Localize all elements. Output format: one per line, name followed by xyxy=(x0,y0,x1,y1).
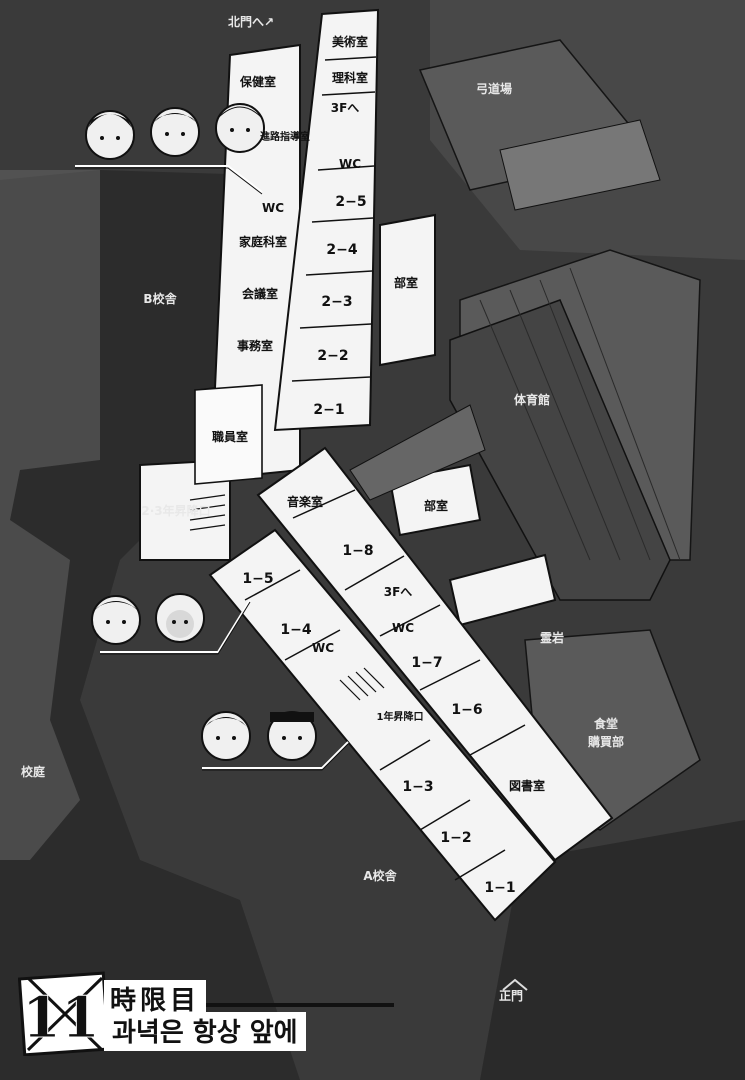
label-to-3f-upper: 3Fへ xyxy=(331,101,360,115)
gym-wall xyxy=(449,299,671,601)
face-portrait-6 xyxy=(201,711,251,761)
label-club-room-2: 部室 xyxy=(424,498,448,513)
gym-roof-lines xyxy=(479,267,681,561)
room-2-2: 2−2 xyxy=(317,348,348,364)
room-1-7: 1−7 xyxy=(411,655,442,671)
label-science-room: 理科室 xyxy=(332,70,368,85)
label-stairs-1: 1年昇降口 xyxy=(377,710,424,723)
label-archery-range: 弓道場 xyxy=(476,81,512,96)
room-2-4: 2−4 xyxy=(326,242,357,258)
room-1-3: 1−3 xyxy=(402,779,433,795)
face-portrait-2 xyxy=(150,107,200,157)
label-cafeteria: 食堂 xyxy=(593,716,618,731)
label-wc-b-building: WC xyxy=(262,201,284,215)
room-2-1: 2−1 xyxy=(313,402,344,418)
a-building-east-wing xyxy=(256,446,614,862)
room-1-1: 1−1 xyxy=(484,880,515,896)
label-courtyard: 校庭 xyxy=(21,764,45,779)
chapter-rule xyxy=(104,1003,394,1007)
face-portrait-3 xyxy=(215,103,265,153)
room-1-2: 1−2 xyxy=(440,830,471,846)
room-1-6: 1−6 xyxy=(451,702,482,718)
main-gate-arrow-icon xyxy=(502,978,528,991)
path-strip xyxy=(0,170,100,860)
label-gym: 体育館 xyxy=(514,392,550,407)
club-room-1-building xyxy=(379,213,436,367)
pointer-lines-shadow xyxy=(75,167,349,771)
face-group-middle xyxy=(91,593,205,645)
front-lot xyxy=(480,820,745,1080)
label-to-3f-lower: 3Fへ xyxy=(384,585,413,599)
label-main-gate: 正門 xyxy=(499,989,523,1003)
label-guidance-room: 進路指導室 xyxy=(260,130,310,143)
a-building-room-dividers xyxy=(244,489,526,881)
room-2-3: 2−3 xyxy=(321,294,352,310)
a-building-west-wing xyxy=(208,528,557,922)
stairs-hatching xyxy=(189,494,385,701)
face-group-top xyxy=(85,103,265,160)
label-home-ec-room: 家庭科室 xyxy=(239,234,287,249)
label-staff-room: 職員室 xyxy=(212,429,248,444)
pointer-lines xyxy=(75,165,349,769)
face-portrait-4 xyxy=(91,595,141,645)
archery-range-shed xyxy=(499,119,661,211)
chapter-number: 11 xyxy=(22,985,101,1052)
label-infirmary: 保健室 xyxy=(239,74,276,89)
label-wc-a-west: WC xyxy=(312,641,334,655)
face-portrait-7 xyxy=(267,711,317,761)
label-art-room: 美術室 xyxy=(332,34,368,49)
staff-room-box xyxy=(194,384,263,485)
room-1-5: 1−5 xyxy=(242,571,273,587)
label-office: 事務室 xyxy=(237,338,273,353)
label-library: 図書室 xyxy=(509,778,545,793)
label-wc-upper: WC xyxy=(339,157,361,171)
label-wc-a-building: WC xyxy=(392,621,414,635)
label-a-building: A校舎 xyxy=(363,868,397,883)
room-1-8: 1−8 xyxy=(342,543,373,559)
chapter-emblem xyxy=(17,971,111,1057)
face-portrait-1 xyxy=(85,110,135,160)
covered-walkway xyxy=(349,404,486,501)
label-club-room-1: 部室 xyxy=(394,275,418,290)
chapter-title-block xyxy=(17,968,438,1057)
label-music-room: 音楽室 xyxy=(287,494,323,509)
label-meeting-room: 会議室 xyxy=(242,286,278,301)
chapter-subtitle: 과녁은 항상 앞에 xyxy=(104,1012,306,1051)
label-b-building: B校舎 xyxy=(143,291,177,306)
label-store: 購買部 xyxy=(587,734,624,749)
label-north-gate: 北門へ↗ xyxy=(228,14,274,29)
label-stairs-23: 2·3年昇降口 xyxy=(141,503,210,518)
face-group-bottom xyxy=(201,711,317,761)
room-2-5: 2−5 xyxy=(335,194,366,210)
b-building-room-dividers xyxy=(291,56,377,382)
label-rock: 霊岩 xyxy=(540,630,564,645)
face-portrait-5 xyxy=(155,593,205,643)
chapter-kanji: 時限目 xyxy=(104,980,207,1017)
club-room-2-building xyxy=(388,463,482,537)
room-1-4: 1−4 xyxy=(280,622,311,638)
club-room-3-building xyxy=(448,553,557,627)
